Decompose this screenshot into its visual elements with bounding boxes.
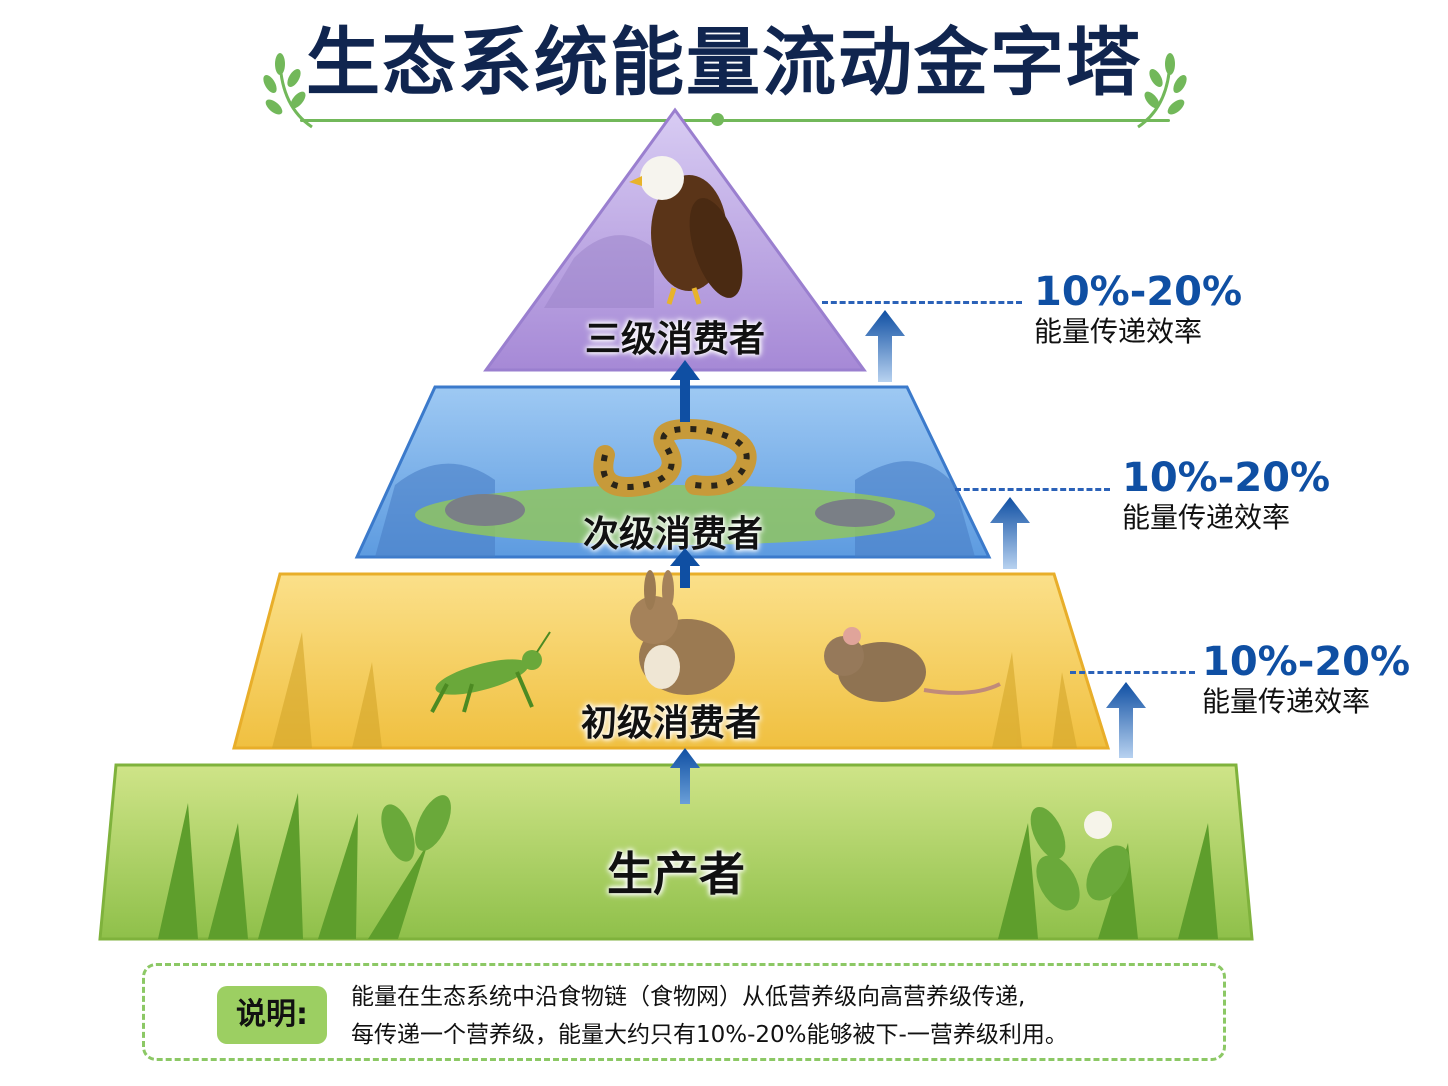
tertiary-consumer-triangle — [483, 107, 867, 372]
explanation-text: 能量在生态系统中沿食物链（食物网）从低营养级向高营养级传递, 每传递一个营养级，… — [351, 978, 1068, 1054]
mouse-icon — [824, 627, 1001, 702]
efficiency-label-primary: 10%-20% 能量传递效率 — [1202, 640, 1410, 720]
pyramid-level-tertiary-consumer: 三级消费者 — [483, 107, 867, 372]
leafy-plant-icon — [381, 795, 1130, 911]
efficiency-leader-line — [955, 488, 1110, 491]
efficiency-arrow-icon — [865, 310, 905, 386]
level-label-primary-consumer: 初级消费者 — [580, 703, 761, 744]
dry-grass-icon — [272, 632, 1077, 748]
efficiency-leader-line — [822, 301, 1022, 304]
rock-icon — [445, 494, 525, 526]
title-divider-dot — [711, 113, 724, 126]
primary-consumer-trapezoid — [232, 570, 1111, 750]
efficiency-arrow-icon — [990, 497, 1030, 573]
level-label-producer: 生产者 — [607, 847, 745, 901]
efficiency-label-tertiary: 10%-20% 能量传递效率 — [1034, 270, 1242, 350]
efficiency-caption: 能量传递效率 — [1034, 315, 1203, 348]
pyramid-level-secondary-consumer: 次级消费者 — [354, 385, 992, 559]
explanation-line-1: 能量在生态系统中沿食物链（食物网）从低营养级向高营养级传递, — [351, 984, 1026, 1010]
efficiency-arrow-icon — [1106, 682, 1146, 762]
grassy-ground-icon — [415, 485, 935, 545]
energy-flow-arrow-icon — [670, 548, 700, 592]
level-label-tertiary-consumer: 三级消费者 — [584, 319, 765, 360]
mountain-icon — [544, 235, 654, 308]
efficiency-percent: 10%-20% — [1122, 455, 1331, 501]
efficiency-caption: 能量传递效率 — [1202, 685, 1371, 718]
pyramid-level-producer: 生产者 — [98, 763, 1254, 941]
title-divider — [300, 119, 1170, 122]
secondary-consumer-trapezoid — [354, 385, 992, 559]
explanation-line-2: 每传递一个营养级，能量大约只有10%-20%能够被下-一营养级利用。 — [351, 1022, 1068, 1048]
eagle-icon — [629, 156, 743, 305]
pyramid-level-primary-consumer: 初级消费者 — [232, 570, 1111, 750]
page-title: 生态系统能量流动金字塔 — [306, 20, 1142, 106]
efficiency-percent: 10%-20% — [1202, 639, 1411, 685]
clover-flower-icon — [1084, 811, 1112, 839]
level-label-secondary-consumer: 次级消费者 — [582, 514, 763, 555]
explanation-badge: 说明: — [217, 986, 327, 1044]
explanation-box: 说明: 能量在生态系统中沿食物链（食物网）从低营养级向高营养级传递, 每传递一个… — [142, 963, 1226, 1061]
rock-icon — [815, 499, 895, 527]
efficiency-caption: 能量传递效率 — [1122, 501, 1291, 534]
producer-trapezoid — [98, 763, 1254, 941]
grasshopper-icon — [430, 631, 551, 713]
right-leaf-sprig-icon — [1128, 52, 1188, 136]
efficiency-label-secondary: 10%-20% 能量传递效率 — [1122, 456, 1330, 536]
energy-flow-arrow-icon — [670, 748, 700, 808]
efficiency-percent: 10%-20% — [1034, 269, 1243, 315]
rabbit-icon — [630, 570, 735, 695]
left-leaf-sprig-icon — [262, 52, 322, 136]
efficiency-leader-line — [1070, 671, 1195, 674]
energy-flow-arrow-icon — [670, 360, 700, 426]
